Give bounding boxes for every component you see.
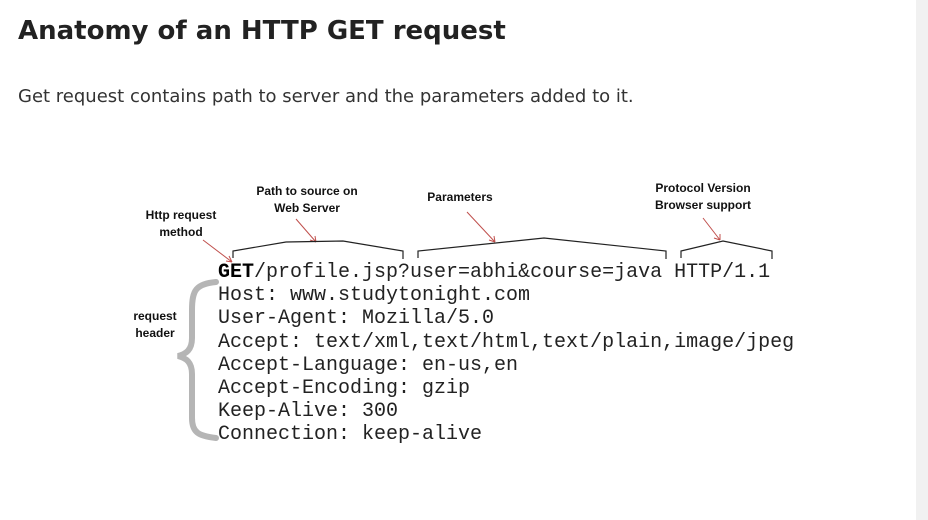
label-parameters: Parameters — [427, 190, 493, 204]
brace-protocol — [680, 240, 773, 259]
params: user=abhi&course=java — [410, 261, 663, 284]
header-line: Accept: text/xml,text/html,text/plain,im… — [218, 330, 795, 354]
arrow-method — [202, 239, 233, 263]
brace-path — [232, 240, 404, 259]
header-line: User-Agent: Mozilla/5.0 — [218, 307, 495, 331]
arrow-protocol — [702, 217, 721, 241]
scrollbar[interactable] — [916, 0, 928, 520]
header-line: Host: www.studytonight.com — [218, 284, 531, 308]
header-curly-brace — [177, 279, 219, 441]
arrows — [202, 211, 721, 263]
description: Get request contains path to server and … — [18, 86, 634, 107]
braces — [232, 237, 773, 259]
header-line: Accept-Encoding: gzip — [218, 377, 471, 401]
request-text: GET/profile.jsp?user=abhi&course=java HT… — [218, 261, 794, 447]
protocol: HTTP/1.1 — [662, 261, 771, 284]
label-method: Http request method — [145, 208, 217, 239]
header-line: Keep-Alive: 300 — [218, 400, 399, 424]
label-path: Path to source on Web Server — [256, 184, 358, 215]
header-line: Accept-Language: en-us,en — [218, 353, 519, 377]
arrow-parameters — [466, 211, 496, 243]
path: /profile.jsp? — [254, 261, 411, 284]
page-title: Anatomy of an HTTP GET request — [18, 16, 506, 46]
label-protocol: Protocol Version Browser support — [654, 181, 751, 212]
label-header: request header — [133, 309, 177, 340]
method: GET — [218, 261, 255, 284]
request-line: GET/profile.jsp?user=abhi&course=java HT… — [218, 261, 794, 284]
header-line: Connection: keep-alive — [218, 423, 483, 447]
arrow-path — [295, 218, 317, 243]
brace-parameters — [417, 237, 667, 259]
